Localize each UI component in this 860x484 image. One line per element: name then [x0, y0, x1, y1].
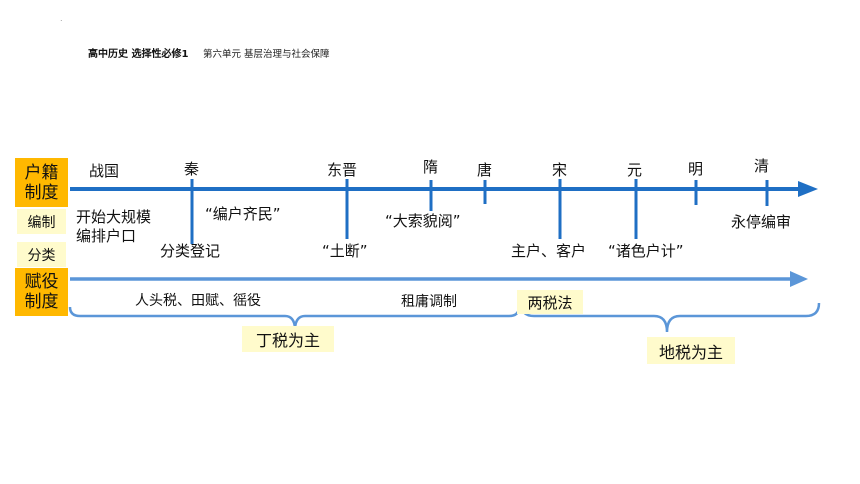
item-liangshuifa: 两税法: [517, 290, 583, 314]
item-rentoushui: 人头税、田赋、徭役: [135, 293, 261, 309]
anno-sui-dasuo: “大索貌阅”: [385, 212, 461, 230]
brace-label-dingshui: 丁税为主: [242, 326, 334, 352]
anno-qin-bianhu: “编户齐民”: [205, 205, 281, 223]
period-zhanguo: 战国: [89, 162, 120, 180]
period-ming: 明: [688, 160, 704, 178]
anno-song-zhuhu: 主户、客户: [511, 242, 587, 260]
top-left-dot: .: [60, 14, 63, 23]
label-fuyi-zhidu: 赋役 制度: [15, 268, 68, 316]
period-tang: 唐: [477, 161, 493, 179]
anno-dongjin-tuduan: “土断”: [322, 242, 368, 260]
period-yuan: 元: [627, 161, 643, 179]
unit-title: 第六单元 基层治理与社会保障: [203, 49, 330, 60]
label-bianzhi: 编制: [17, 209, 66, 234]
brace-label-dishui: 地税为主: [647, 337, 735, 364]
period-qing: 清: [754, 157, 770, 175]
top-timeline-arrow-head: [798, 181, 818, 197]
period-song: 宋: [552, 161, 568, 179]
period-dongjin: 东晋: [327, 161, 358, 179]
item-zuyongdiao: 租庸调制: [401, 294, 457, 310]
label-fuyi-line1: 赋役: [24, 272, 59, 292]
anno-yuan-zhuse: “诸色户计”: [608, 242, 684, 260]
label-fuyi-line2: 制度: [24, 292, 59, 312]
label-fenlei: 分类: [17, 242, 66, 267]
label-huji-line2: 制度: [24, 182, 59, 203]
label-huji-zhidu: 户籍 制度: [15, 158, 68, 207]
period-sui: 隋: [423, 158, 439, 176]
anno-qin-fenlei: 分类登记: [160, 242, 221, 260]
label-huji-line1: 户籍: [24, 162, 59, 183]
period-qin: 秦: [184, 160, 200, 178]
anno-zhanguo-line1: 开始大规模: [76, 208, 152, 226]
anno-qing-yongting: 永停编审: [731, 213, 792, 231]
brace-dishui: [519, 302, 821, 333]
anno-zhanguo-line2: 编排户口: [76, 227, 137, 245]
course-title: 高中历史 选择性必修1: [88, 49, 189, 60]
bottom-timeline-arrow-head: [790, 271, 808, 287]
